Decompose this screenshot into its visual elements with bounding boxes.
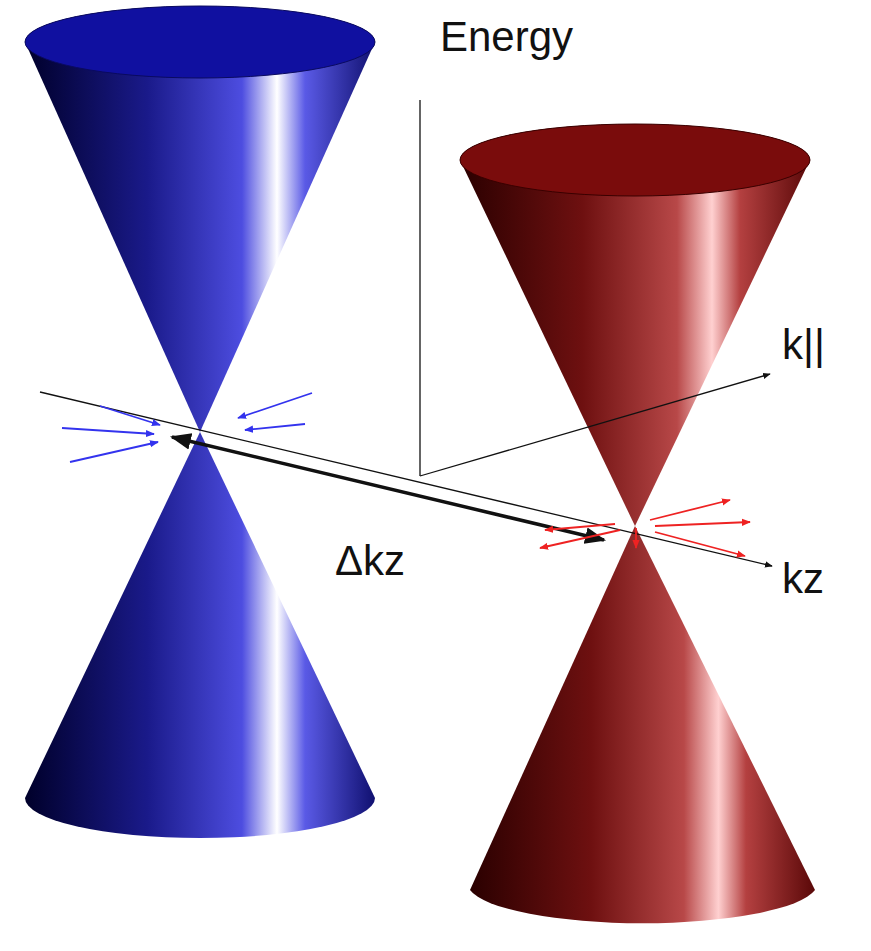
axis-label: Energy (440, 14, 573, 60)
spin-arrow (100, 406, 160, 425)
k-parallel-axis (420, 374, 770, 476)
spin-arrow (650, 500, 730, 520)
blue-upper-rim (25, 6, 375, 78)
blue-upper-cone (25, 6, 375, 432)
spin-arrow (655, 532, 745, 556)
axis-label: kz (782, 556, 824, 602)
spin-arrow (238, 393, 312, 418)
spin-arrow (655, 522, 750, 526)
delta-kz-arrow (172, 437, 604, 540)
axis-label: k|| (782, 322, 825, 368)
spin-arrow (245, 424, 305, 430)
axes (40, 100, 772, 566)
blue-lower-cone (25, 432, 375, 838)
blue-spin-arrows (62, 393, 312, 462)
spin-arrow (540, 530, 620, 548)
spin-arrow (635, 528, 637, 548)
arrow-label: Δkz (335, 538, 405, 584)
red-lower-cone (470, 526, 815, 923)
red-upper-cone (460, 124, 810, 526)
red-upper-rim (460, 124, 810, 196)
spin-arrow (545, 524, 615, 530)
blue-cone (25, 6, 375, 838)
spin-arrow (70, 442, 158, 462)
energy-axis (419, 100, 420, 476)
red-cone (460, 124, 815, 923)
red-spin-arrows (540, 500, 750, 556)
kz-axis (40, 392, 772, 566)
spin-arrow (62, 428, 154, 434)
